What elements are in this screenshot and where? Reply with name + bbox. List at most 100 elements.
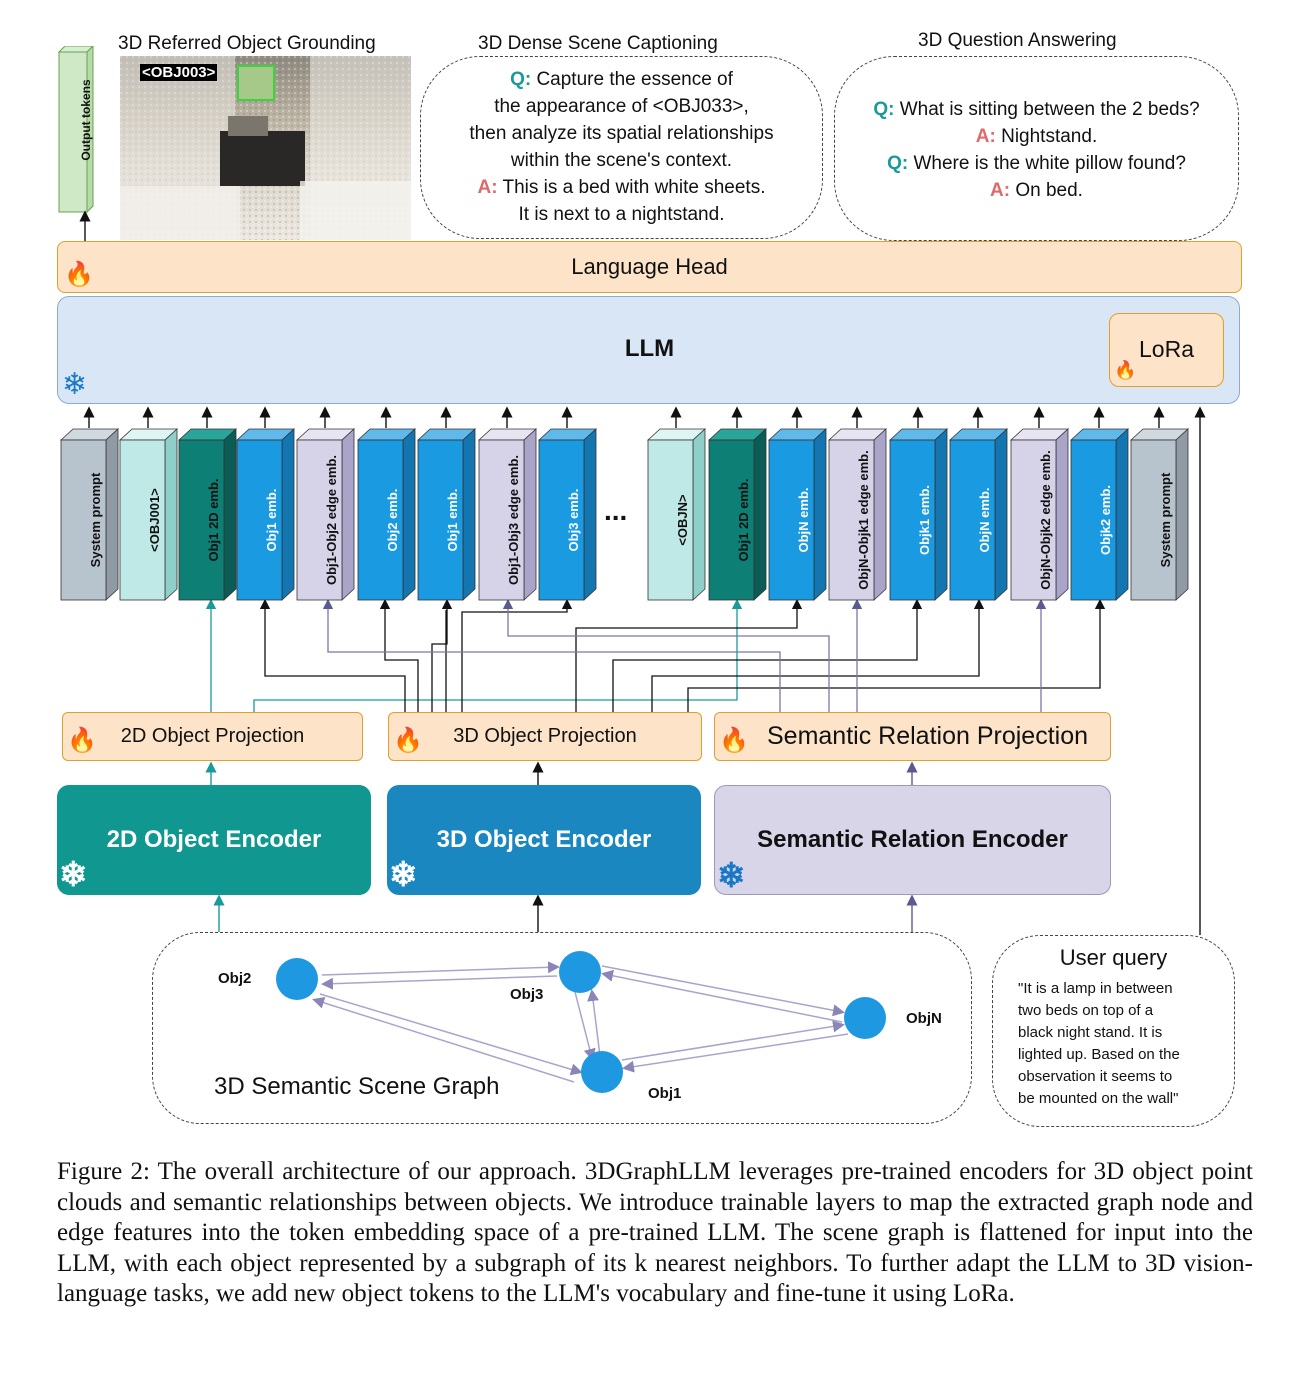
user-query-text: "It is a lamp in between two beds on top… bbox=[1018, 978, 1180, 1110]
projection-semantic: 🔥 Semantic Relation Projection bbox=[714, 712, 1111, 761]
token-block bbox=[889, 428, 949, 601]
token-block bbox=[647, 428, 707, 601]
token-block bbox=[357, 428, 417, 601]
caption-q-label: Q: bbox=[510, 69, 532, 90]
token-label: Obj1 2D emb. bbox=[206, 478, 221, 562]
output-tokens-label: Output tokens bbox=[79, 79, 93, 161]
qa-a1-text: Nightstand. bbox=[995, 126, 1098, 147]
graph-node-objn bbox=[844, 997, 886, 1039]
graph-edge bbox=[321, 961, 560, 976]
token-label: System prompt bbox=[1158, 472, 1173, 568]
graph-node-obj2 bbox=[276, 958, 318, 1000]
token-block bbox=[828, 428, 888, 601]
flame-icon: 🔥 bbox=[67, 727, 97, 754]
graph-edge bbox=[319, 993, 583, 1076]
language-head-label: Language Head bbox=[571, 254, 728, 279]
graph-node-obj3 bbox=[559, 951, 601, 993]
snowflake-icon: ❄ bbox=[59, 856, 88, 894]
projection-3d: 🔥 3D Object Projection bbox=[388, 712, 702, 761]
flame-icon: 🔥 bbox=[1114, 360, 1137, 380]
graph-edge bbox=[321, 975, 558, 990]
user-query-line: black night stand. It is bbox=[1018, 1024, 1163, 1041]
graph-edge bbox=[622, 1033, 849, 1073]
token-ellipsis: ... bbox=[604, 495, 628, 526]
qa-a2-label: A: bbox=[990, 180, 1011, 201]
graph-edge bbox=[621, 1020, 845, 1061]
token-label: Obj3 emb. bbox=[566, 488, 581, 552]
grounding-title: 3D Referred Object Grounding bbox=[118, 33, 376, 54]
token-label: ObjN emb. bbox=[796, 487, 811, 553]
graph-edge bbox=[312, 996, 575, 1083]
flame-icon: 🔥 bbox=[393, 727, 423, 754]
snowflake-icon: ❄ bbox=[389, 856, 418, 894]
caption-q-line3: then analyze its spatial relationships bbox=[469, 123, 774, 144]
graph-edge bbox=[587, 989, 601, 1057]
caption-q-line1: Capture the essence of bbox=[531, 69, 733, 90]
token-label: System prompt bbox=[88, 472, 103, 568]
user-query-line: "It is a lamp in between bbox=[1018, 980, 1173, 997]
token-block bbox=[60, 428, 120, 601]
graph-label-obj2: Obj2 bbox=[218, 970, 252, 987]
token-block bbox=[1010, 428, 1070, 601]
token-label: Obj2 emb. bbox=[385, 488, 400, 552]
qa-a2-text: On bed. bbox=[1010, 180, 1083, 201]
token-block bbox=[478, 428, 538, 601]
qa-q2-text: Where is the white pillow found? bbox=[908, 153, 1186, 174]
token-label: <OBJ001> bbox=[147, 488, 162, 552]
qa-a1-label: A: bbox=[975, 126, 996, 147]
graph-node-obj1 bbox=[581, 1051, 623, 1093]
caption-a-line1: This is a bed with white sheets. bbox=[497, 177, 766, 198]
token-block bbox=[1070, 428, 1130, 601]
caption-a-line2: It is next to a nightstand. bbox=[518, 204, 725, 225]
output-tokens-block bbox=[57, 46, 94, 214]
figure-caption: Figure 2: The overall architecture of ou… bbox=[57, 1158, 1253, 1307]
encoder-3d: 3D Object Encoder ❄ bbox=[387, 785, 701, 895]
qa-title: 3D Question Answering bbox=[918, 30, 1117, 51]
language-head: Language Head 🔥 bbox=[57, 241, 1242, 293]
user-query-line: observation it seems to bbox=[1018, 1068, 1173, 1085]
qa-q1-label: Q: bbox=[873, 99, 895, 120]
caption-q-line4: within the scene's context. bbox=[510, 150, 733, 171]
scene-point-cloud-image bbox=[120, 56, 411, 240]
graph-edge bbox=[601, 969, 843, 1023]
token-block bbox=[708, 428, 768, 601]
token-label: ObjN-Objk1 edge emb. bbox=[856, 450, 871, 590]
graph-label-objn: ObjN bbox=[906, 1010, 942, 1027]
user-query-line: two beds on top of a bbox=[1018, 1002, 1154, 1019]
token-label: Obj1-Obj2 edge emb. bbox=[324, 454, 339, 586]
token-label: Objk1 emb. bbox=[917, 484, 932, 556]
token-block bbox=[949, 428, 1009, 601]
encoder-semantic: Semantic Relation Encoder ❄ bbox=[714, 785, 1111, 895]
graph-edge bbox=[601, 965, 845, 1017]
scene-graph-title: 3D Semantic Scene Graph bbox=[214, 1073, 500, 1100]
lora-label: LoRa bbox=[1139, 336, 1194, 362]
token-label: Obj1 2D emb. bbox=[736, 478, 751, 562]
user-query-line: be mounted on the wall" bbox=[1018, 1090, 1179, 1107]
graph-label-obj3: Obj3 bbox=[510, 986, 544, 1003]
llm-block: LLM LoRa 🔥 ❄ bbox=[57, 296, 1240, 404]
token-label: <OBJN> bbox=[675, 494, 690, 546]
token-block bbox=[119, 428, 179, 601]
caption-a-label: A: bbox=[477, 177, 498, 198]
snowflake-icon: ❄ bbox=[62, 368, 88, 401]
projection-2d-label: 2D Object Projection bbox=[120, 725, 305, 747]
projection-2d: 🔥 2D Object Projection bbox=[62, 712, 363, 761]
token-block bbox=[236, 428, 296, 601]
token-block bbox=[538, 428, 598, 601]
graph-label-obj1: Obj1 bbox=[648, 1085, 682, 1102]
token-label: ObjN-Objk2 edge emb. bbox=[1038, 450, 1053, 590]
flame-icon: 🔥 bbox=[64, 261, 94, 288]
qa-q2-label: Q: bbox=[887, 153, 909, 174]
llm-label: LLM bbox=[624, 335, 675, 362]
encoder-2d-label: 2D Object Encoder bbox=[106, 826, 322, 853]
encoder-3d-label: 3D Object Encoder bbox=[436, 826, 652, 853]
user-query-title: User query bbox=[1059, 945, 1168, 970]
qa-q1-text: What is sitting between the 2 beds? bbox=[894, 99, 1200, 120]
token-block bbox=[417, 428, 477, 601]
caption-q-line2: the appearance of <OBJ033>, bbox=[494, 96, 749, 117]
graph-edge bbox=[574, 991, 596, 1061]
token-label: Obj1 emb. bbox=[445, 488, 460, 552]
encoder-2d: 2D Object Encoder ❄ bbox=[57, 785, 371, 895]
captioning-bubble: Q: Capture the essence of the appearance… bbox=[420, 56, 823, 239]
token-block bbox=[178, 428, 238, 601]
